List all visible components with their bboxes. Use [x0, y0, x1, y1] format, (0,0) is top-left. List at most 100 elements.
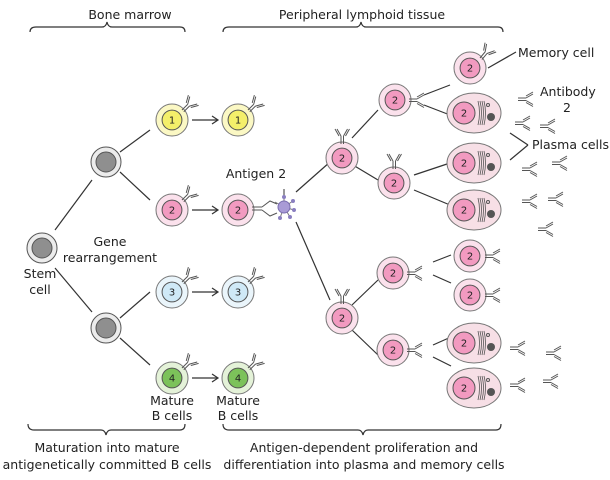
clone-number: 2 — [390, 269, 396, 280]
clone-1-immature: 1 — [155, 95, 199, 137]
proliferation-caption-1: Antigen-dependent proliferation and — [250, 440, 478, 455]
clone-1-mature: 1 — [221, 95, 265, 137]
clone-number: 2 — [467, 252, 473, 263]
arrow-clone4 — [192, 373, 220, 383]
section-bone-marrow: Bone marrow — [88, 7, 171, 22]
secreted-antibody-icon — [538, 221, 554, 237]
peripheral-brace — [222, 21, 504, 33]
gene-label-1: Gene — [94, 234, 127, 249]
precursor-cell-upper — [90, 146, 122, 178]
maturation-caption-1: Maturation into mature — [34, 440, 179, 455]
memory-cell-c: 2 — [453, 278, 501, 312]
maturation-brace — [27, 423, 186, 436]
antibody-receptor-icon — [181, 353, 199, 371]
arrow-clone2 — [192, 205, 220, 215]
arrows — [192, 115, 220, 383]
mature-label-periph-1: Mature — [216, 393, 260, 408]
secreted-antibody-icon — [515, 115, 531, 131]
antibody-receptor-icon — [485, 248, 501, 264]
clone-2-immature: 2 — [155, 185, 199, 227]
clone-cells: 1 1 2 2 3 3 4 4 — [155, 95, 265, 395]
secreted-antibody-icon — [522, 161, 538, 177]
secreted-antibody-icon — [548, 191, 564, 207]
plasma-cell-2: 2 — [446, 142, 502, 184]
antibody-receptor-icon — [407, 265, 423, 281]
antigen-2 — [252, 189, 296, 220]
stem-cell — [26, 232, 58, 264]
secreted-antibody-icon — [540, 118, 556, 134]
clone-number: 3 — [235, 288, 241, 299]
clone-number: 2 — [339, 154, 345, 165]
antibody-label-1: Antibody — [540, 84, 596, 99]
lineage-lines — [54, 51, 529, 367]
b-cell-gen2-c: 2 — [376, 256, 423, 290]
memory-cell-b: 2 — [453, 239, 501, 273]
activated-b-cell-lower: 2 — [325, 288, 359, 335]
b-cell-gen2-a: 2 — [378, 83, 425, 117]
clone-number: 4 — [235, 374, 241, 385]
svg-text:2: 2 — [461, 159, 467, 170]
plasma-cells: 2 2 2 2 2 — [446, 92, 502, 409]
b-cell-gen2-d: 2 — [376, 333, 423, 367]
antibody-receptor-icon — [334, 288, 350, 304]
antibody-receptor-icon — [247, 353, 265, 371]
b-cell-gen2-b: 2 — [377, 153, 411, 200]
clone-number: 2 — [392, 96, 398, 107]
secreted-antibody-icon — [546, 345, 562, 361]
stem-label-2: cell — [29, 282, 51, 297]
svg-text:2: 2 — [461, 206, 467, 217]
stem-label-1: Stem — [24, 266, 57, 281]
clone-2-mature: 2 — [221, 193, 255, 227]
proliferating-cells: 2 2 2 2 2 2 2 2 2 — [325, 42, 501, 367]
mature-label-periph-2: B cells — [218, 408, 259, 423]
arrow-clone3 — [192, 287, 220, 297]
precursor-cell-lower — [90, 312, 122, 344]
mature-label-bm-2: B cells — [152, 408, 193, 423]
memory-cell-label: Memory cell — [518, 45, 594, 60]
antibody-receptor-icon — [247, 267, 265, 285]
secreted-antibody-icon — [518, 91, 534, 107]
secreted-antibody-icon — [510, 340, 526, 356]
antibody-receptor-icon — [334, 128, 350, 144]
arrow-clone1 — [192, 115, 220, 125]
antibody-label-2: 2 — [563, 100, 571, 115]
svg-text:2: 2 — [461, 384, 467, 395]
clone-number: 2 — [169, 206, 175, 217]
memory-cell: 2 — [453, 42, 497, 85]
plasma-cell-4: 2 — [446, 322, 502, 364]
clone-number: 2 — [391, 179, 397, 190]
antibody-receptor-icon — [407, 342, 423, 358]
clone-number: 1 — [169, 116, 175, 127]
antibody-receptor-icon — [181, 185, 199, 203]
activated-b-cell-upper: 2 — [325, 128, 359, 175]
clone-number: 2 — [339, 314, 345, 325]
clone-3-immature: 3 — [155, 267, 199, 309]
clone-number: 2 — [390, 346, 396, 357]
clone-number: 4 — [169, 374, 175, 385]
mature-label-bm-1: Mature — [150, 393, 194, 408]
secreted-antibody-icon — [510, 377, 526, 393]
proliferation-brace — [222, 423, 502, 436]
plasma-cell-1: 2 — [446, 92, 502, 134]
secreted-antibody-icon — [543, 373, 559, 389]
secreted-antibody-icon — [522, 193, 538, 209]
antibody-receptor-icon — [485, 287, 501, 303]
antigen-label: Antigen 2 — [226, 166, 286, 181]
antibody-receptor-icon — [181, 267, 199, 285]
plasma-cell-5: 2 — [446, 367, 502, 409]
clone-number: 3 — [169, 288, 175, 299]
clone-number: 2 — [235, 206, 241, 217]
antibody-receptor-icon — [247, 95, 265, 113]
svg-text:2: 2 — [461, 339, 467, 350]
clone-3-mature: 3 — [221, 267, 265, 309]
section-peripheral: Peripheral lymphoid tissue — [279, 7, 445, 22]
clone-4-immature: 4 — [155, 353, 199, 395]
antibody-receptor-icon — [409, 92, 425, 108]
proliferation-caption-2: differentiation into plasma and memory c… — [223, 457, 504, 472]
clone-number: 1 — [235, 116, 241, 127]
maturation-caption-2: antigenetically committed B cells — [3, 457, 212, 472]
bone-marrow-brace — [29, 21, 186, 33]
svg-text:2: 2 — [461, 109, 467, 120]
clone-4-mature: 4 — [221, 353, 265, 395]
